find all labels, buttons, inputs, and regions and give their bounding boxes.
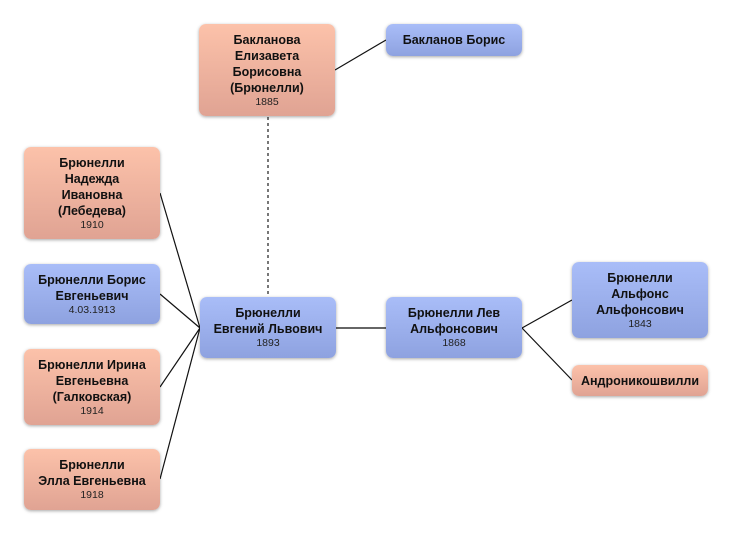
person-year: 1918 xyxy=(80,489,104,501)
person-irina[interactable]: Брюнелли Ирина Евгеньевна (Галковская) 1… xyxy=(24,349,160,425)
person-baklanova[interactable]: Бакланова Елизавета Борисовна (Брюнелли)… xyxy=(199,24,335,116)
link-lev-andronikoshvili xyxy=(521,327,573,381)
person-year: 4.03.1913 xyxy=(68,303,116,316)
person-year: 1868 xyxy=(442,337,466,349)
person-year: 1910 xyxy=(80,218,104,231)
person-name: Брюнелли Альфонс Альфонсович xyxy=(596,270,684,317)
person-name: Брюнелли Надежда Ивановна (Лебедева) xyxy=(58,155,126,218)
link-baklanova-baklanov xyxy=(334,39,387,71)
person-nadezhda[interactable]: Брюнелли Надежда Ивановна (Лебедева) 191… xyxy=(24,147,160,239)
person-name: Брюнелли Ирина Евгеньевна (Галковская) xyxy=(38,357,146,404)
person-name: Бакланова Елизавета Борисовна (Брюнелли) xyxy=(230,32,304,95)
link-evgeny-irina xyxy=(159,327,201,388)
person-name: Брюнелли Евгений Львович xyxy=(213,306,323,336)
person-andronikoshvili[interactable]: Андроникошвилли xyxy=(572,365,708,396)
link-evgeny-ella xyxy=(159,327,201,480)
person-name: Андроникошвилли xyxy=(580,373,700,388)
person-lev[interactable]: Брюнелли Лев Альфонсович 1868 xyxy=(386,297,522,358)
person-name: Брюнелли Элла Евгеньевна xyxy=(38,458,146,488)
link-evgeny-nadezhda xyxy=(159,192,201,329)
person-year: 1843 xyxy=(628,317,652,330)
person-year: 1893 xyxy=(256,337,280,349)
person-year: 1914 xyxy=(80,404,104,417)
person-baklanov[interactable]: Бакланов Борис xyxy=(386,24,522,56)
person-name: Бакланов Борис xyxy=(402,33,506,47)
link-evgeny-boris xyxy=(159,293,201,329)
person-evgeny[interactable]: Брюнелли Евгений Львович 1893 xyxy=(200,297,336,358)
person-name: Брюнелли Лев Альфонсович xyxy=(407,306,501,336)
person-name: Брюнелли Борис Евгеньевич xyxy=(38,272,146,303)
person-alfons[interactable]: Брюнелли Альфонс Альфонсович 1843 xyxy=(572,262,708,338)
person-year: 1885 xyxy=(255,95,279,108)
person-ella[interactable]: Брюнелли Элла Евгеньевна 1918 xyxy=(24,449,160,510)
link-lev-alfons xyxy=(521,299,573,329)
person-boris[interactable]: Брюнелли Борис Евгеньевич 4.03.1913 xyxy=(24,264,160,324)
